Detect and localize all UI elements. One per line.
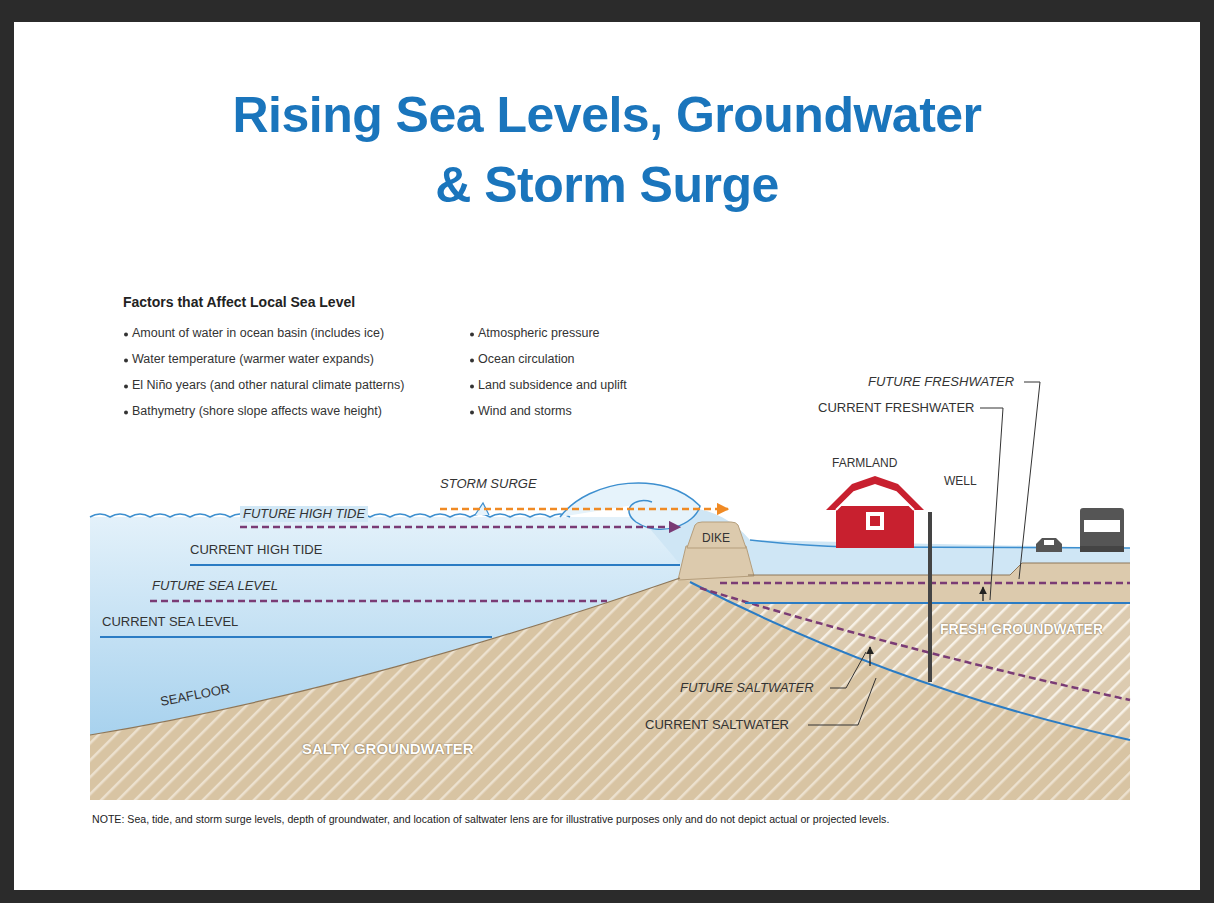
barn bbox=[826, 476, 924, 548]
region-label: SALTY GROUNDWATER bbox=[302, 740, 474, 758]
future-freshwater-line bbox=[720, 582, 1130, 585]
bullet bbox=[470, 385, 474, 389]
factor-item: Water temperature (warmer water expands) bbox=[132, 352, 374, 367]
storm-surge-arrow bbox=[440, 508, 728, 511]
bullet bbox=[470, 359, 474, 363]
leader-line bbox=[980, 408, 1003, 600]
rise-arrow bbox=[869, 647, 870, 666]
part-label: STORM SURGE bbox=[440, 476, 537, 492]
flood-surface bbox=[750, 540, 1130, 548]
seafloor-line bbox=[90, 578, 680, 735]
truck bbox=[1080, 508, 1124, 552]
bullet bbox=[124, 359, 128, 363]
factor-item: El Niño years (and other natural climate… bbox=[132, 378, 404, 393]
car bbox=[1036, 538, 1062, 552]
future-high-tide-arrow bbox=[240, 526, 680, 529]
well-pipe bbox=[928, 512, 932, 682]
note: NOTE: Sea, tide, and storm surge levels,… bbox=[92, 813, 889, 826]
current-high-tide-line bbox=[190, 564, 680, 566]
dike-shape: DIKE bbox=[687, 522, 746, 548]
bullet bbox=[124, 385, 128, 389]
paper bbox=[14, 22, 1200, 890]
dike-base bbox=[678, 546, 754, 580]
current-sea-level-line bbox=[100, 636, 492, 638]
factor-item: Wind and storms bbox=[478, 404, 572, 419]
part-label: FUTURE FRESHWATER bbox=[868, 374, 1014, 390]
leader-line bbox=[808, 678, 876, 725]
future-sea-level-line bbox=[150, 600, 607, 603]
factor-item: Land subsidence and uplift bbox=[478, 378, 627, 393]
factor-item: Bathymetry (shore slope affects wave hei… bbox=[132, 404, 382, 419]
factor-item: Atmospheric pressure bbox=[478, 326, 600, 341]
bullet bbox=[470, 411, 474, 415]
part-label: FUTURE SALTWATER bbox=[680, 680, 814, 696]
breaking-wave bbox=[560, 483, 700, 529]
region-label: FRESH GROUNDWATER bbox=[940, 621, 1103, 638]
leader-line bbox=[830, 652, 866, 688]
current-freshwater-line bbox=[745, 602, 1130, 604]
dike-label: DIKE bbox=[702, 531, 730, 545]
part-label: CURRENT FRESHWATER bbox=[818, 400, 974, 416]
part-label: FUTURE HIGH TIDE bbox=[240, 506, 368, 522]
part-label: FARMLAND bbox=[832, 456, 897, 470]
factor-item: Amount of water in ocean basin (includes… bbox=[132, 326, 384, 341]
title: Rising Sea Levels, Groundwater & Storm S… bbox=[217, 80, 997, 220]
part-label: WELL bbox=[944, 474, 977, 488]
bullet bbox=[124, 333, 128, 337]
part-label: CURRENT SALTWATER bbox=[645, 717, 789, 733]
part-label: CURRENT SEA LEVEL bbox=[102, 614, 238, 630]
part-label: CURRENT HIGH TIDE bbox=[190, 542, 322, 558]
rise-arrow bbox=[982, 587, 983, 601]
part-label: FUTURE SEA LEVEL bbox=[152, 578, 278, 594]
bullet bbox=[124, 411, 128, 415]
salty-ground bbox=[90, 563, 1130, 800]
land-surface bbox=[748, 563, 1130, 575]
dike-body bbox=[687, 522, 746, 548]
legend-heading: Factors that Affect Local Sea Level bbox=[123, 294, 355, 311]
factor-item: Ocean circulation bbox=[478, 352, 575, 367]
bullet bbox=[470, 333, 474, 337]
current-saltwater-line bbox=[690, 582, 1130, 740]
leader-line bbox=[1019, 382, 1040, 579]
